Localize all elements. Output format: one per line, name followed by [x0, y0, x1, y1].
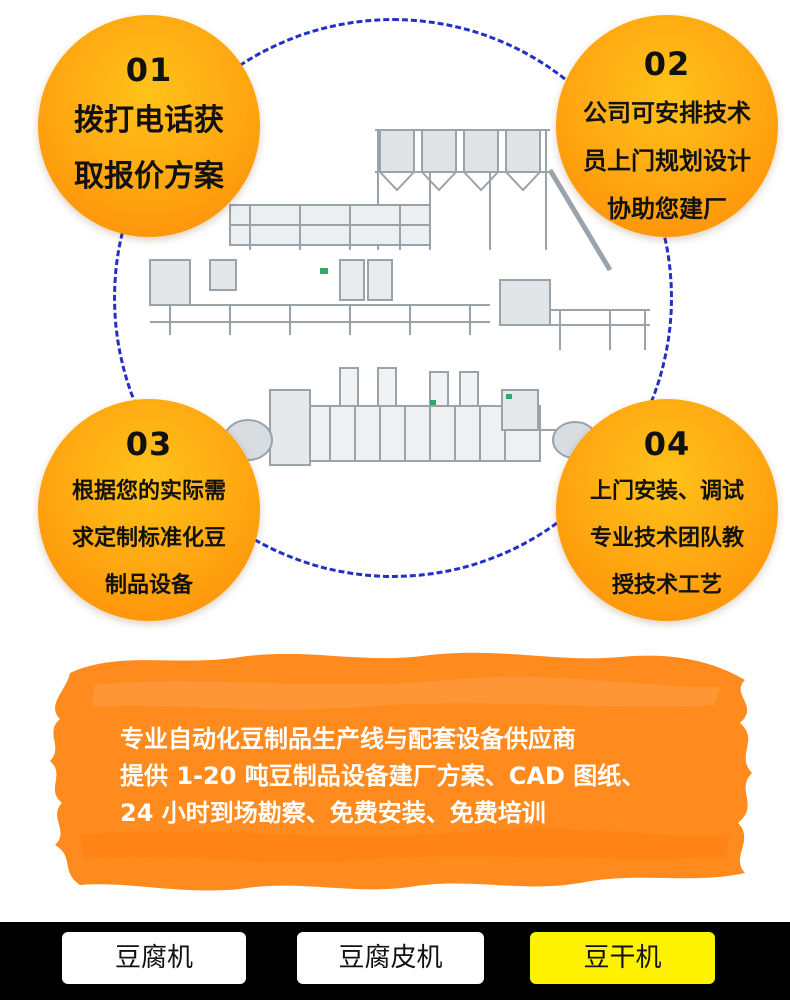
step-text-line: 公司可安排技术 [583, 99, 751, 127]
promo-line: 提供 1-20 吨豆制品设备建厂方案、CAD 图纸、 [120, 762, 646, 790]
step-text-line: 根据您的实际需 [71, 479, 226, 504]
step-text-line: 求定制标准化豆 [71, 526, 226, 551]
dashed-ring [113, 18, 673, 578]
step-number: 04 [643, 425, 691, 463]
step-03-circle: 03 根据您的实际需 求定制标准化豆 制品设备 [38, 399, 260, 621]
promo-text: 专业自动化豆制品生产线与配套设备供应商 提供 1-20 吨豆制品设备建厂方案、C… [120, 721, 760, 832]
step-text-line: 协助您建厂 [607, 195, 727, 223]
step-01-circle: 01 拨打电话获 取报价方案 [38, 15, 260, 237]
step-number: 03 [125, 425, 173, 463]
step-02-circle: 02 公司可安排技术 员上门规划设计 协助您建厂 [556, 15, 778, 237]
step-04-circle: 04 上门安装、调试 专业技术团队教 授技术工艺 [556, 399, 778, 621]
step-text-line: 授技术工艺 [611, 573, 722, 598]
step-number: 01 [125, 51, 173, 89]
promo-line: 24 小时到场勘察、免费安装、免费培训 [120, 799, 546, 827]
category-tab-bar: 豆腐机 豆腐皮机 豆干机 [0, 922, 790, 1000]
step-text-line: 专业技术团队教 [589, 526, 744, 551]
step-text-line: 员上门规划设计 [583, 147, 751, 175]
promo-line: 专业自动化豆制品生产线与配套设备供应商 [120, 725, 576, 753]
tab-tofu-machine[interactable]: 豆腐机 [62, 932, 246, 984]
step-text-line: 制品设备 [104, 573, 193, 598]
step-number: 02 [643, 45, 691, 83]
step-text-line: 拨打电话获 [74, 103, 224, 138]
tab-dried-tofu-machine[interactable]: 豆干机 [530, 932, 715, 984]
step-text-line: 取报价方案 [74, 159, 224, 194]
step-text-line: 上门安装、调试 [589, 479, 744, 504]
brush-stroke-background [50, 652, 752, 891]
production-line-image [149, 129, 650, 466]
tab-tofu-skin-machine[interactable]: 豆腐皮机 [297, 932, 484, 984]
